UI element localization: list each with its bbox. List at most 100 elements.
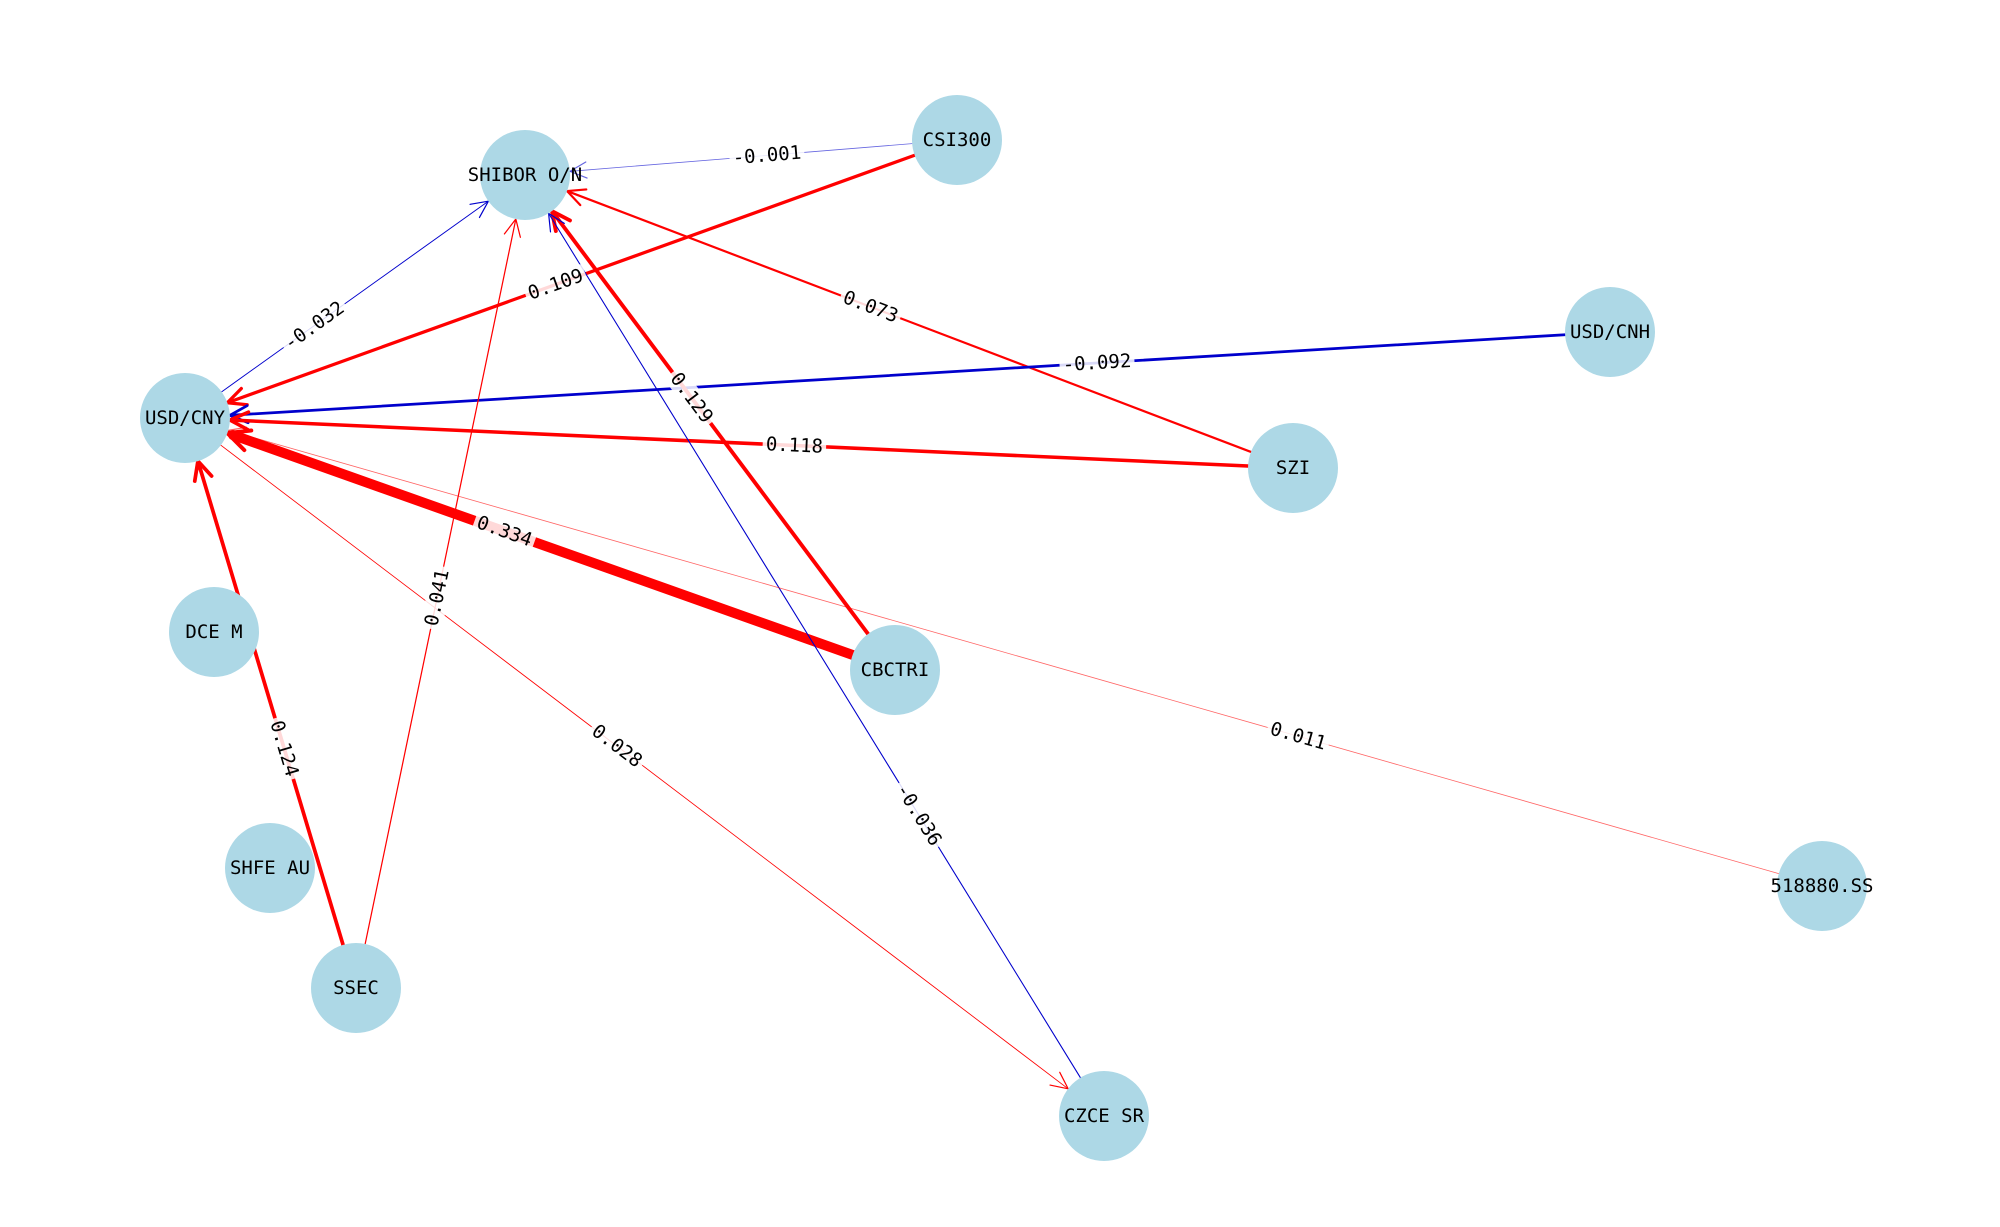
edge-label-background	[420, 564, 454, 631]
edge-weight-label: -0.032	[280, 297, 349, 355]
node-circle[interactable]	[1565, 287, 1655, 377]
node-label: SZI	[1276, 457, 1310, 479]
edge-label-background	[664, 366, 719, 429]
edge-weight-label: 0.028	[588, 720, 647, 772]
node-circle[interactable]	[912, 95, 1002, 185]
edge-label-e8: 0.334	[471, 511, 538, 552]
edge-line	[231, 333, 1567, 417]
edge-labels-layer: -0.001 0.109 -0.032 0.073 -0.092 0.129 0.118 0.…	[265, 141, 1332, 852]
edge-s518880-to-usdcny	[227, 426, 1780, 875]
edge-line	[197, 462, 345, 947]
edge-arrowhead	[1049, 1071, 1069, 1090]
edge-weight-label: 0.011	[1268, 718, 1329, 755]
edge-arrowhead	[469, 200, 489, 219]
edge-label-background	[1265, 717, 1332, 755]
edge-label-background	[471, 511, 538, 552]
edge-label-background	[762, 433, 827, 458]
edge-label-e7: 0.118	[762, 433, 827, 458]
edge-label-e2: 0.109	[522, 264, 589, 305]
edge-weight-label: 0.109	[525, 265, 586, 305]
edge-label-background	[586, 719, 648, 773]
edge-weight-label: 0.334	[474, 511, 535, 551]
edge-label-e9: 0.041	[420, 564, 454, 631]
edge-weight-label: -0.092	[1062, 350, 1132, 376]
edge-weight-label: 0.118	[765, 433, 823, 458]
node-ssec[interactable]: SSEC	[311, 943, 401, 1033]
node-czcesr[interactable]: CZCE SR	[1059, 1071, 1149, 1161]
edge-weight-label: 0.129	[666, 368, 718, 427]
edge-label-background	[278, 296, 350, 356]
node-circle[interactable]	[850, 625, 940, 715]
edge-usdcny-to-shibor	[221, 200, 489, 393]
node-shibor[interactable]: SHIBOR O/N	[468, 130, 582, 220]
node-usdcny[interactable]: USD/CNY	[140, 373, 230, 463]
node-circle[interactable]	[1248, 423, 1338, 513]
edge-usdcnh-to-usdcny	[228, 333, 1567, 425]
edge-weight-label: 0.124	[265, 718, 303, 779]
node-dcem[interactable]: DCE M	[169, 587, 259, 677]
node-label: USD/CNY	[145, 407, 226, 429]
edge-line	[228, 430, 858, 660]
node-circle[interactable]	[225, 823, 315, 913]
edge-szi-to-usdcny	[228, 410, 1250, 468]
node-circle[interactable]	[1059, 1071, 1149, 1161]
edge-cbctri-to-shibor	[550, 209, 870, 636]
edge-arrowhead	[225, 386, 249, 407]
edge-label-background	[728, 141, 805, 170]
edge-label-e4: 0.073	[837, 286, 904, 328]
node-label: CZCE SR	[1064, 1105, 1145, 1127]
edge-cbctri-to-usdcny	[225, 428, 858, 660]
edge-label-e5: -0.092	[1059, 349, 1135, 377]
node-cbctri[interactable]: CBCTRI	[850, 625, 940, 715]
node-label: SHIBOR O/N	[468, 164, 582, 186]
edge-weight-label: -0.001	[732, 142, 802, 169]
edge-line	[228, 430, 1780, 875]
node-circle[interactable]	[169, 587, 259, 677]
node-label: CSI300	[923, 129, 992, 151]
node-circle[interactable]	[311, 943, 401, 1033]
node-label: CBCTRI	[861, 659, 930, 681]
edge-label-background	[265, 715, 304, 782]
edges-layer	[192, 143, 1780, 1090]
edge-label-e6: 0.129	[664, 366, 719, 429]
node-label: 518880.SS	[1771, 875, 1874, 897]
node-label: SHFE AU	[230, 857, 310, 879]
edge-czcesr-to-shibor	[547, 212, 1081, 1079]
edge-usdcny-to-czcesr	[220, 444, 1069, 1090]
edge-arrowhead	[550, 209, 572, 233]
edge-line	[567, 190, 1253, 454]
edge-label-e3: -0.032	[278, 296, 350, 356]
edge-weight-label: -0.036	[891, 780, 946, 850]
edge-szi-to-shibor	[565, 188, 1253, 454]
edge-line	[548, 213, 1081, 1079]
edge-weight-label: 0.073	[840, 286, 901, 327]
node-szi[interactable]: SZI	[1248, 423, 1338, 513]
edge-label-background	[522, 264, 589, 305]
edge-line	[220, 444, 1068, 1089]
edge-line	[231, 418, 1250, 468]
node-label: SSEC	[333, 977, 379, 999]
edge-label-e1: -0.001	[728, 141, 805, 170]
node-usdcnh[interactable]: USD/CNH	[1565, 287, 1655, 377]
edge-label-e13: 0.028	[586, 719, 648, 773]
edge-arrowhead	[569, 161, 588, 179]
edge-label-e10: -0.036	[890, 778, 947, 852]
edge-label-background	[1059, 349, 1135, 377]
node-shfeau[interactable]: SHFE AU	[225, 823, 315, 913]
edge-arrowhead	[225, 428, 254, 453]
edge-arrowhead	[227, 426, 248, 444]
node-s518880[interactable]: 518880.SS	[1771, 841, 1874, 931]
node-label: USD/CNH	[1570, 321, 1650, 343]
node-circle[interactable]	[1777, 841, 1867, 931]
node-circle[interactable]	[140, 373, 230, 463]
edge-label-background	[890, 778, 947, 852]
node-csi300[interactable]: CSI300	[912, 95, 1002, 185]
node-label: DCE M	[185, 621, 242, 643]
node-circle[interactable]	[480, 130, 570, 220]
edge-line	[221, 201, 489, 393]
edge-label-background	[837, 286, 904, 328]
edge-label-e12: 0.124	[265, 715, 304, 782]
edge-weight-label: 0.041	[421, 568, 454, 628]
